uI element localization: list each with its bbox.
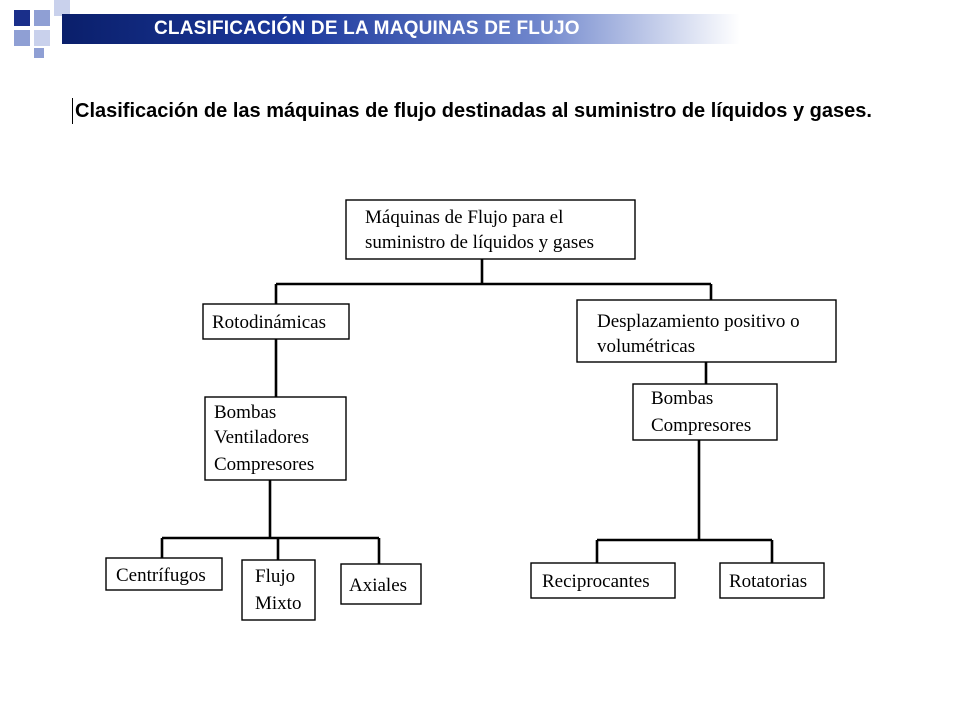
node-flujo-mixto: Flujo Mixto <box>241 559 316 621</box>
node-left-type-compresores: Compresores <box>214 454 314 475</box>
node-left-types: Bombas Ventiladores Compresores <box>204 396 347 481</box>
node-centrifugos: Centrífugos <box>105 557 223 591</box>
node-right-types: Bombas Compresores <box>632 383 778 441</box>
decor-square <box>14 10 30 26</box>
node-flujo-mixto-line: Flujo <box>255 566 295 587</box>
node-reciprocantes-label: Reciprocantes <box>542 571 650 592</box>
node-left-type-ventiladores: Ventiladores <box>214 427 309 448</box>
title-banner <box>62 14 740 44</box>
node-rotodinamicas: Rotodinámicas <box>202 303 350 340</box>
node-root-line: suministro de líquidos y gases <box>365 232 594 253</box>
text-cursor <box>72 98 73 124</box>
node-root-line: Máquinas de Flujo para el <box>365 207 563 228</box>
node-right-type-compresores: Compresores <box>651 415 751 436</box>
slide-heading: Clasificación de las máquinas de flujo d… <box>75 100 872 122</box>
decor-square <box>34 48 44 58</box>
node-rotatorias: Rotatorias <box>719 562 825 599</box>
node-right-type-bombas: Bombas <box>651 388 713 409</box>
node-centrifugos-label: Centrífugos <box>116 565 206 586</box>
node-reciprocantes: Reciprocantes <box>530 562 676 599</box>
node-axiales: Axiales <box>340 563 422 605</box>
decor-square <box>54 0 70 16</box>
connectors <box>160 259 774 564</box>
node-desplazamiento-line: volumétricas <box>597 336 695 357</box>
node-rotatorias-label: Rotatorias <box>729 571 807 592</box>
node-axiales-label: Axiales <box>349 575 407 596</box>
node-left-type-bombas: Bombas <box>214 402 276 423</box>
node-rotodinamicas-label: Rotodinámicas <box>212 312 326 333</box>
decor-square <box>34 10 50 26</box>
decor-square <box>34 30 50 46</box>
node-desplazamiento-line: Desplazamiento positivo o <box>597 311 800 332</box>
slide-title: CLASIFICACIÓN DE LA MAQUINAS DE FLUJO <box>154 18 580 39</box>
decor-square <box>14 30 30 46</box>
node-desplazamiento-positivo: Desplazamiento positivo o volumétricas <box>576 299 837 363</box>
node-root: Máquinas de Flujo para el suministro de … <box>345 199 636 260</box>
node-flujo-mixto-line: Mixto <box>255 593 301 614</box>
